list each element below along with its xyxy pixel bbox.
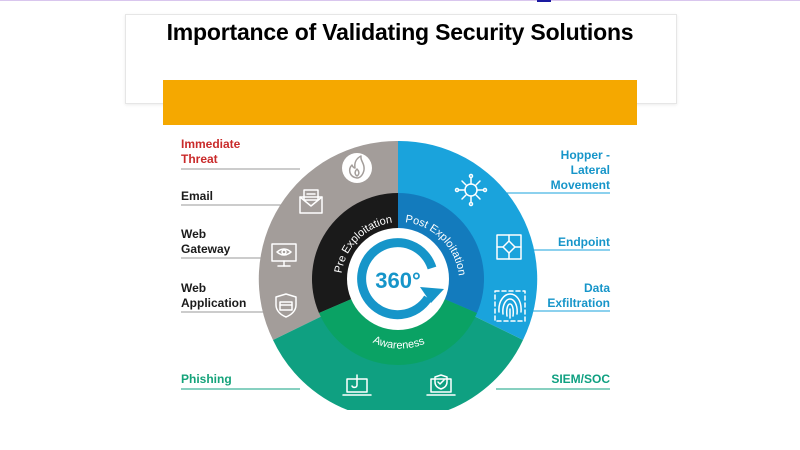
email-icon <box>299 189 323 214</box>
phishing-laptop-icon <box>342 374 372 396</box>
top-accent-mark <box>537 0 551 2</box>
fingerprint-icon <box>494 290 526 322</box>
web-gateway-icon <box>271 243 297 267</box>
endpoint-network-icon <box>496 234 522 260</box>
label-endpoint: Endpoint <box>558 235 610 249</box>
label-web-application: Web Application <box>181 281 247 310</box>
awareness-label: Awareness <box>371 334 426 352</box>
label-email: Email <box>181 189 214 203</box>
page-title: Importance of Validating Security Soluti… <box>166 19 634 45</box>
label-data-exfiltration: Data Exfiltration <box>547 281 610 310</box>
top-border <box>0 0 800 1</box>
label-web-gateway: Web Gateway <box>181 227 231 256</box>
fire-icon <box>342 153 372 183</box>
center-360-label: 360° <box>375 268 421 293</box>
cycle-arrow-arc <box>357 238 437 320</box>
lateral-movement-icon <box>454 173 488 207</box>
cycle-arrow-head <box>420 287 444 303</box>
label-phishing: Phishing <box>181 372 232 386</box>
label-immediate-threat: Immediate Threat <box>181 137 241 166</box>
label-siem-soc: SIEM/SOC <box>551 372 610 386</box>
siem-laptop-shield-icon <box>426 374 456 396</box>
orange-banner <box>163 80 637 125</box>
web-application-shield-icon <box>275 293 297 318</box>
label-hopper-lateral-movement: Hopper - Lateral Movement <box>550 148 610 192</box>
